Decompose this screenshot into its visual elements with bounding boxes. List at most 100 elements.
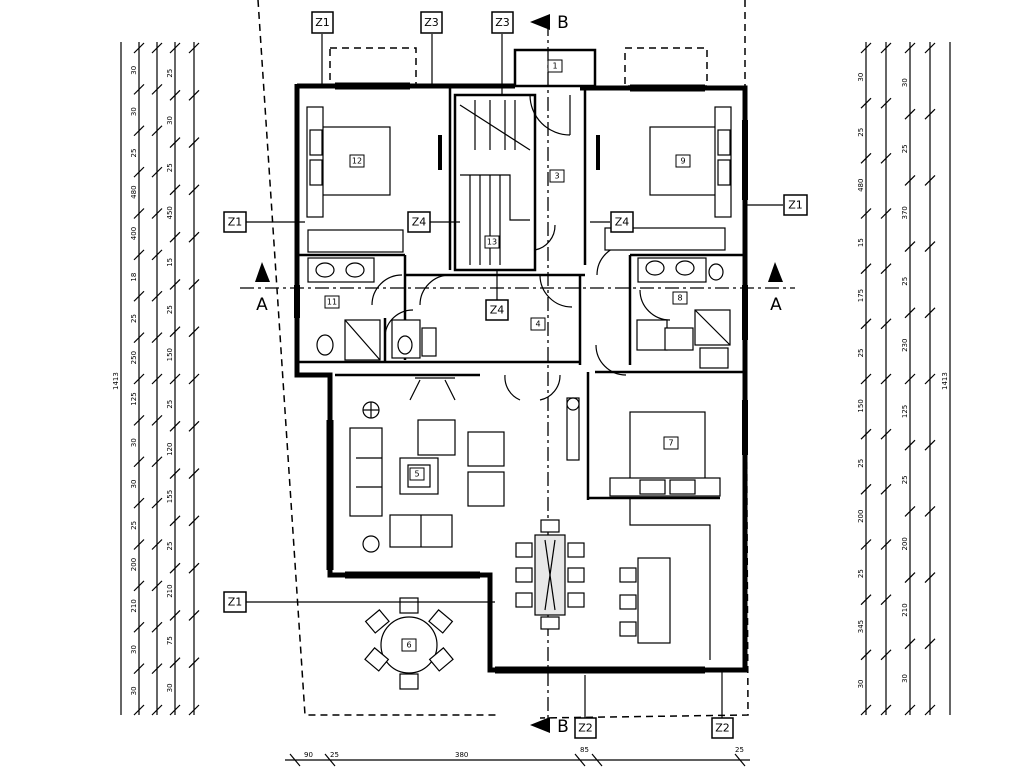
section-a-right-marker — [768, 262, 783, 282]
dim-tick — [133, 42, 145, 54]
dim-tick — [169, 373, 181, 385]
dim-tick — [133, 83, 145, 95]
svg-text:Z3: Z3 — [495, 16, 510, 29]
stair-box — [453, 93, 537, 272]
tag-z3-top-stair: Z3 — [491, 11, 514, 34]
dim-label: 25 — [166, 69, 174, 78]
dim-label: 25 — [901, 277, 909, 286]
section-b-top-marker — [530, 14, 550, 30]
dim-tick — [924, 572, 936, 584]
dim-tick — [151, 663, 163, 675]
wardrobe-left — [307, 229, 404, 253]
dim-tick — [151, 83, 163, 95]
dim-tick — [860, 594, 872, 606]
svg-text:Z1: Z1 — [315, 16, 330, 29]
dim-label: 30 — [901, 78, 909, 87]
svg-text:11: 11 — [327, 298, 337, 307]
dim-label: 150 — [166, 348, 174, 361]
dim-tick — [860, 263, 872, 275]
svg-text:Z4: Z4 — [412, 216, 427, 229]
dim-label: 210 — [130, 599, 138, 612]
bottom-dim-4: 85 — [580, 746, 589, 754]
dim-label: 25 — [130, 314, 138, 323]
dim-label: 120 — [166, 443, 174, 456]
dim-label: 200 — [130, 558, 138, 571]
svg-text:Z1: Z1 — [788, 199, 803, 212]
dim-label: 25 — [901, 144, 909, 153]
dim-tick — [880, 428, 892, 440]
dim-tick — [133, 249, 145, 261]
dim-label: 480 — [130, 185, 138, 198]
dim-label: 210 — [166, 584, 174, 597]
dim-tick — [904, 704, 916, 716]
svg-text:12: 12 — [352, 157, 362, 166]
section-a-left-marker — [255, 262, 270, 282]
dim-tick — [151, 42, 163, 54]
dim-tick — [169, 326, 181, 338]
dim-tick — [904, 108, 916, 120]
entrance-canopy — [513, 48, 597, 88]
dim-tick — [188, 42, 200, 54]
dim-label: 30 — [130, 107, 138, 116]
svg-text:Z1: Z1 — [228, 596, 243, 609]
bed-right — [596, 106, 732, 251]
roof-outline — [257, 0, 749, 719]
svg-text:Z2: Z2 — [715, 722, 730, 735]
dim-tick — [880, 539, 892, 550]
section-b-label-bottom: B — [557, 717, 569, 737]
room-no-living: 5 — [409, 467, 425, 481]
dim-tick — [151, 249, 163, 261]
bottom-dim-1: 90 — [304, 751, 313, 759]
dim-tick — [860, 539, 872, 550]
dim-tick — [169, 89, 181, 101]
dim-tick — [169, 468, 181, 479]
room-no-bath-left: 11 — [324, 295, 340, 309]
section-a-label-right: A — [770, 295, 782, 315]
dim-label: 200 — [857, 510, 865, 523]
dim-tick — [151, 290, 163, 302]
room-no-bath-right: 8 — [672, 291, 688, 305]
dim-tick — [151, 621, 163, 633]
dim-label: 25 — [166, 400, 174, 409]
dim-label: 250 — [130, 351, 138, 364]
dim-tick — [188, 420, 200, 432]
bed-small — [566, 397, 721, 497]
svg-text:Z3: Z3 — [424, 16, 439, 29]
dim-tick — [188, 704, 200, 716]
section-b-bottom-marker — [530, 717, 550, 733]
dim-tick — [860, 42, 872, 54]
dim-tick — [924, 373, 936, 385]
tag-z3-top-mid: Z3 — [420, 11, 443, 34]
section-a-label-left: A — [256, 295, 268, 315]
staircase — [459, 100, 531, 265]
bottom-dim-2: 25 — [330, 751, 339, 759]
svg-text:3: 3 — [554, 172, 559, 181]
tag-z4-left: Z4 — [407, 211, 431, 233]
dim-label: 25 — [166, 305, 174, 314]
dim-tick — [880, 649, 892, 661]
dim-tick — [924, 108, 936, 120]
room-no-entrance: 1 — [547, 59, 563, 73]
exterior-walls — [294, 48, 748, 673]
room-no-corridor: 4 — [530, 317, 546, 331]
section-b-label-top: B — [557, 13, 569, 33]
dim-tick — [133, 704, 145, 716]
dim-label: 400 — [130, 227, 138, 240]
right-dimension-chains: 3025480151752515025200253453030253702523… — [857, 42, 951, 716]
dim-tick — [151, 580, 163, 592]
dim-label: 75 — [166, 636, 174, 645]
dim-tick — [880, 483, 892, 495]
dim-tick — [924, 241, 936, 253]
dim-tick — [188, 657, 200, 669]
dim-tick — [133, 621, 145, 633]
svg-text:Z4: Z4 — [490, 304, 505, 317]
room-no-hall: 3 — [549, 169, 565, 183]
dim-tick — [188, 326, 200, 338]
dim-tick — [188, 89, 200, 101]
svg-text:Z1: Z1 — [228, 216, 243, 229]
dim-label: 30 — [857, 679, 865, 688]
dim-label: 25 — [857, 569, 865, 578]
dim-tick — [133, 332, 145, 344]
dim-tick — [904, 439, 916, 451]
